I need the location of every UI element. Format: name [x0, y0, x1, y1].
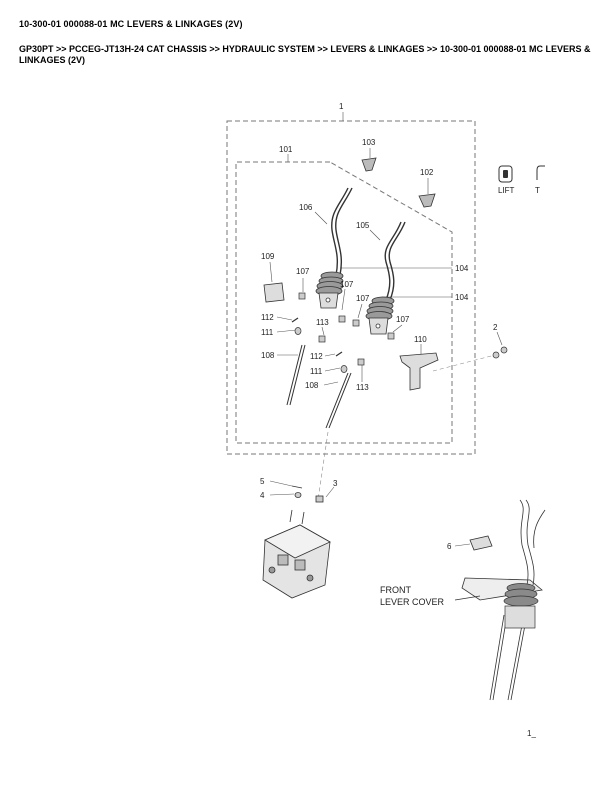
svg-text:109: 109: [261, 252, 275, 261]
svg-text:2: 2: [493, 323, 498, 332]
svg-text:102: 102: [420, 168, 434, 177]
lever-105: [384, 221, 406, 301]
knob-103: [361, 157, 377, 172]
svg-text:105: 105: [356, 221, 370, 230]
figure-id: 1_: [527, 729, 536, 738]
svg-text:5: 5: [260, 477, 265, 486]
rod-108b: [325, 372, 352, 429]
svg-text:106: 106: [299, 203, 313, 212]
lever-boot-104b: [365, 296, 395, 321]
lever-boot-104a: [315, 271, 344, 296]
svg-text:112: 112: [310, 352, 323, 361]
svg-text:112: 112: [261, 313, 274, 322]
svg-text:103: 103: [362, 138, 376, 147]
view-label-front: FRONT: [380, 585, 411, 595]
linkage-110: [399, 352, 439, 391]
lift-icon: [498, 165, 513, 183]
hardware-nuts: [294, 292, 395, 373]
svg-text:107: 107: [356, 294, 370, 303]
hardware-5-4-3: [291, 485, 324, 503]
knob-102: [418, 193, 436, 208]
svg-text:111: 111: [261, 328, 274, 337]
svg-text:104: 104: [455, 264, 469, 273]
svg-text:107: 107: [340, 280, 354, 289]
svg-text:104: 104: [455, 293, 469, 302]
tilt-label: T: [535, 186, 540, 195]
assembly-boundary-1: [226, 120, 476, 455]
control-valve: [262, 509, 331, 599]
page-title: 10-300-01 000088-01 MC LEVERS & LINKAGES…: [19, 19, 243, 29]
bracket-109: [263, 282, 285, 303]
svg-text:111: 111: [310, 367, 323, 376]
assembly-boundary-101: [235, 161, 453, 444]
lever-cover-boot: [503, 583, 539, 629]
callout-labels: 1 101 103 102 106 105 109 107 104 107 10…: [260, 102, 540, 738]
svg-text:113: 113: [316, 318, 329, 327]
svg-text:107: 107: [296, 267, 310, 276]
lever-base-106: [318, 292, 339, 309]
svg-text:107: 107: [396, 315, 410, 324]
svg-text:3: 3: [333, 479, 338, 488]
breadcrumb: GP30PT >> PCCEG-JT13H-24 CAT CHASSIS >> …: [19, 44, 591, 65]
svg-text:108: 108: [305, 381, 319, 390]
svg-text:110: 110: [414, 335, 427, 344]
svg-text:6: 6: [447, 542, 452, 551]
svg-text:1: 1: [339, 102, 344, 111]
lift-label: LIFT: [498, 186, 515, 195]
lever-106: [331, 187, 353, 276]
svg-text:113: 113: [356, 383, 369, 392]
rod-108a: [286, 344, 306, 406]
svg-text:101: 101: [279, 145, 293, 154]
tilt-icon: [536, 165, 545, 180]
bolts-2: [492, 346, 508, 359]
svg-text:108: 108: [261, 351, 275, 360]
lever-base-105: [368, 317, 389, 335]
leader-lines: [269, 112, 503, 547]
svg-text:4: 4: [260, 491, 265, 500]
view-label-cover: LEVER COVER: [380, 597, 445, 607]
